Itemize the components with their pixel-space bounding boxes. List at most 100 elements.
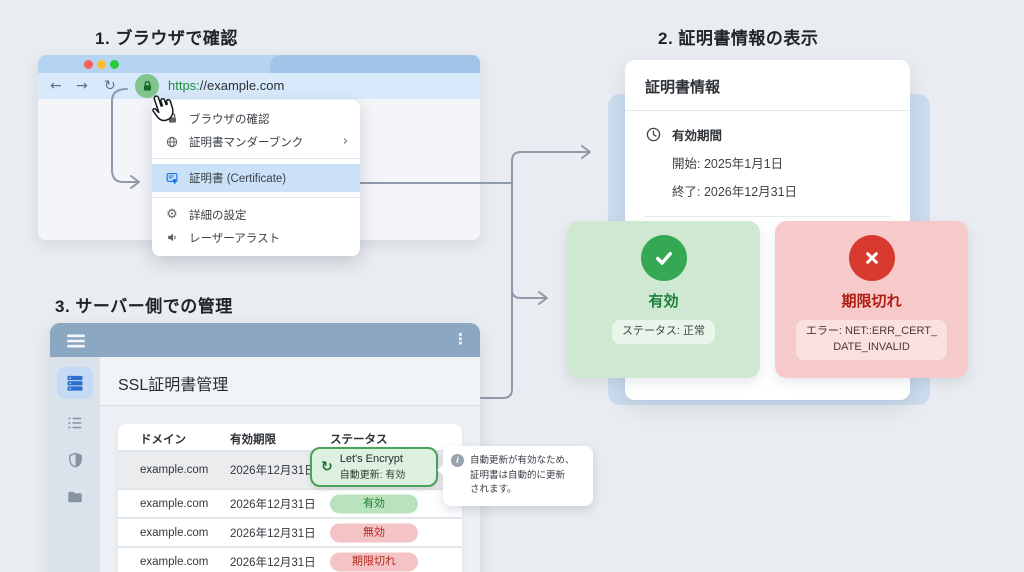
menu-item-cert-manager[interactable]: 証明書マンダーブンク › — [152, 130, 360, 153]
app-title: SSL証明書管理 — [118, 377, 229, 394]
cell-expiry: 2026年12月31日 — [230, 556, 316, 569]
forward-icon[interactable]: → — [76, 78, 88, 94]
column-header-domain: ドメイン — [140, 434, 186, 446]
menu-item-label: 証明書マンダーブンク — [189, 136, 304, 149]
certificate-icon — [164, 171, 180, 186]
browser-titlebar — [38, 55, 480, 73]
auto-renew-tooltip: i 自動更新が有効なため、 証明書は自動的に更新 されます。 — [437, 446, 593, 507]
cell-domain: example.com — [140, 526, 209, 539]
app-header-bar: ⋮ — [50, 323, 480, 357]
browser-url-bar: ← → ↻ https://example.com — [38, 73, 480, 99]
valid-status-card: 有効 ステータス: 正常 — [567, 221, 760, 378]
sidebar-item-servers[interactable] — [57, 367, 93, 399]
column-header-status: ステータス — [330, 434, 388, 446]
cell-expiry: 2026年12月31日 — [230, 498, 316, 511]
cell-domain: example.com — [140, 497, 209, 510]
table-row[interactable]: example.com 2026年12月31日 無効 — [118, 517, 462, 546]
cell-expiry: 2026年12月31日 — [230, 465, 316, 477]
expired-status-card: 期限切れ エラー: NET::ERR_CERT_DATE_INVALID — [775, 221, 968, 378]
menu-divider — [152, 197, 360, 198]
padlock-button[interactable] — [135, 74, 159, 98]
admin-app-window: ⋮ — [50, 323, 480, 572]
error-circle — [848, 235, 895, 281]
sidebar-item-list[interactable] — [57, 407, 93, 439]
tooltip-line1: 自動更新が有効なため、 — [470, 455, 575, 466]
sidebar-item-files[interactable] — [57, 481, 93, 513]
menu-item-label: 証明書 (Certificate) — [189, 173, 287, 185]
minimize-traffic-light[interactable] — [97, 60, 106, 69]
app-main-area: SSL証明書管理 ドメイン 有効期限 ステータス example.com 202… — [100, 357, 480, 572]
error-line2: DATE_INVALID — [833, 340, 910, 353]
table-header-row: ドメイン 有効期限 ステータス — [118, 424, 462, 450]
menu-item-certificate[interactable]: 証明書 (Certificate) — [152, 164, 360, 192]
url-host: //example.com — [199, 78, 285, 93]
card-divider — [645, 216, 890, 217]
expired-error-badge: エラー: NET::ERR_CERT_DATE_INVALID — [795, 320, 948, 360]
back-icon[interactable]: ← — [50, 78, 62, 94]
lock-icon — [143, 80, 151, 91]
site-info-dropdown: ブラウザの確認 証明書マンダーブンク › 証明書 (Certificate) ⚙… — [152, 100, 360, 256]
error-line1: エラー: NET::ERR_CERT_ — [805, 325, 938, 337]
tooltip-line2: 証明書は自動的に更新 — [470, 469, 566, 481]
url-scheme: https: — [168, 78, 200, 93]
lets-encrypt-line2: 自動更新: 有効 — [339, 470, 406, 481]
folder-icon — [68, 491, 82, 503]
certificate-info-title: 証明書情報 — [645, 79, 721, 96]
maximize-traffic-light[interactable] — [110, 60, 119, 69]
list-icon — [68, 417, 82, 429]
status-badge-expired: 期限切れ — [330, 552, 418, 571]
status-badge-invalid: 無効 — [330, 523, 418, 542]
clock-icon — [646, 127, 661, 142]
kebab-menu-icon[interactable]: ⋮ — [453, 330, 468, 348]
menu-item-label: レーザーアラスト — [189, 232, 281, 245]
expired-label: 期限切れ — [841, 293, 902, 310]
tooltip-line3: されます。 — [470, 484, 517, 496]
valid-status-badge: ステータス: 正常 — [611, 320, 716, 344]
menu-item-label: 詳細の設定 — [189, 209, 247, 222]
refresh-icon: ↻ — [321, 459, 333, 475]
hand-cursor — [152, 95, 174, 122]
menu-divider — [152, 158, 360, 159]
card-divider — [625, 110, 910, 111]
browser-tab-area — [270, 55, 480, 73]
lets-encrypt-line1: Let's Encrypt — [339, 453, 403, 465]
menu-item-browser-check[interactable]: ブラウザの確認 — [152, 107, 360, 130]
info-icon: i — [451, 454, 464, 467]
chevron-right-icon: › — [342, 134, 348, 149]
url-text[interactable]: https://example.com — [168, 78, 284, 93]
cell-domain: example.com — [140, 464, 209, 476]
gear-icon: ⚙ — [166, 207, 178, 222]
cell-domain: example.com — [140, 555, 209, 568]
menu-item-user-assist[interactable]: レーザーアラスト — [152, 226, 360, 249]
menu-item-label: ブラウザの確認 — [189, 113, 270, 126]
menu-item-advanced-settings[interactable]: ⚙ 詳細の設定 — [152, 203, 360, 226]
speaker-icon — [164, 231, 180, 244]
hamburger-menu-icon[interactable] — [65, 331, 87, 351]
step3-title: 3. サーバー側での管理 — [55, 297, 233, 316]
cell-expiry: 2026年12月31日 — [230, 527, 316, 540]
check-circle — [640, 235, 687, 281]
server-icon — [67, 375, 83, 391]
validity-period-block: 有効期間 開始: 2025年1月1日 終了: 2026年12月31日 — [625, 111, 910, 217]
step1-title: 1. ブラウザで確認 — [95, 29, 238, 48]
table-row[interactable]: example.com 2026年12月31日 有効 — [118, 488, 462, 517]
shield-icon — [68, 452, 82, 468]
certificates-table: ドメイン 有効期限 ステータス example.com 2026年12月31日 … — [118, 424, 462, 572]
validity-end-date: 終了: 2026年12月31日 — [672, 185, 798, 199]
check-icon — [655, 251, 672, 265]
globe-icon — [164, 135, 180, 149]
column-header-expiry: 有効期限 — [230, 434, 276, 446]
validity-start-date: 開始: 2025年1月1日 — [672, 157, 784, 171]
step2-title: 2. 証明書情報の表示 — [658, 29, 819, 48]
x-icon — [865, 252, 878, 264]
validity-period-label: 有効期間 — [672, 129, 723, 143]
lets-encrypt-badge[interactable]: ↻ Let's Encrypt 自動更新: 有効 — [310, 447, 438, 487]
app-heading-bar: SSL証明書管理 — [100, 357, 480, 406]
valid-label: 有効 — [648, 293, 679, 310]
status-badge-valid: 有効 — [330, 494, 418, 513]
sidebar-item-security[interactable] — [57, 444, 93, 476]
close-traffic-light[interactable] — [84, 60, 93, 69]
reload-icon[interactable]: ↻ — [104, 78, 116, 94]
table-row[interactable]: example.com 2026年12月31日 期限切れ — [118, 546, 462, 572]
